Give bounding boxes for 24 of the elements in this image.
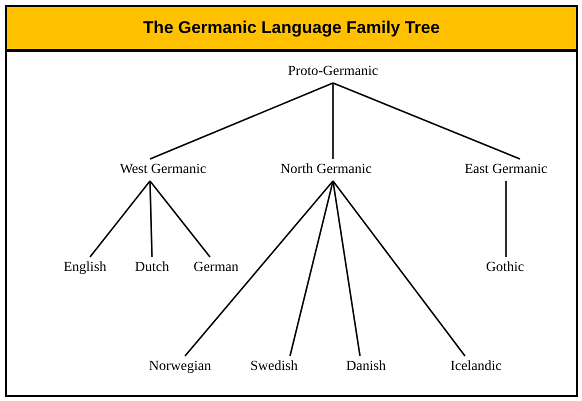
connector-line xyxy=(149,180,153,258)
language-label: Proto-Germanic xyxy=(278,63,388,81)
language-label: North Germanic xyxy=(271,161,381,179)
language-label: Norwegian xyxy=(142,358,218,376)
connector-line xyxy=(184,180,334,357)
connector-line xyxy=(89,180,151,258)
connector-line xyxy=(332,180,466,356)
connector-line xyxy=(289,180,334,356)
connector-line xyxy=(149,180,211,258)
connector-line xyxy=(332,180,361,356)
language-label: East Germanic xyxy=(456,161,556,179)
connector-line xyxy=(332,82,520,160)
connector-line xyxy=(332,83,334,159)
connector-line xyxy=(150,82,334,160)
title: The Germanic Language Family Tree xyxy=(143,17,440,40)
language-label: Dutch xyxy=(129,259,175,277)
language-label: Swedish xyxy=(243,358,305,376)
language-label: West Germanic xyxy=(111,161,215,179)
language-label: English xyxy=(57,259,113,277)
connector-line xyxy=(505,181,507,257)
language-label: Danish xyxy=(339,358,393,376)
language-label: Icelandic xyxy=(441,358,511,376)
language-label: German xyxy=(188,259,244,277)
language-label: Gothic xyxy=(480,259,530,277)
